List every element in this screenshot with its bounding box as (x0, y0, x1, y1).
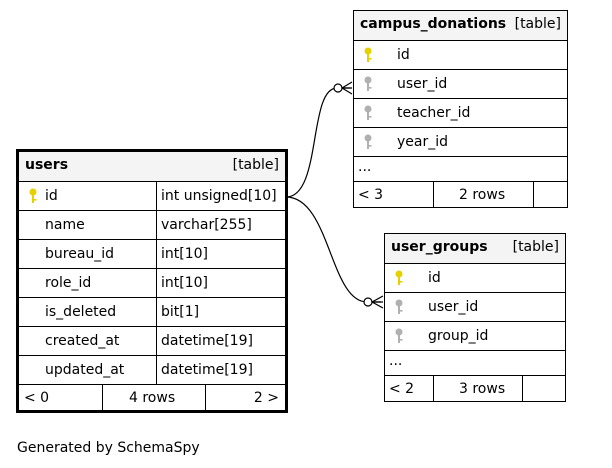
column-divider (156, 211, 157, 239)
table-name: user_groups (391, 239, 488, 255)
table-type: [table] (514, 16, 561, 32)
children-count[interactable]: 2 > (253, 390, 279, 406)
table-type: [table] (232, 157, 279, 173)
row-count: 3 rows (459, 381, 506, 397)
column-row[interactable]: id int unsigned[10] (19, 182, 285, 211)
column-name: updated_at (45, 362, 125, 378)
column-row[interactable]: id (354, 41, 567, 70)
column-row[interactable]: bureau_id int[10] (19, 240, 285, 269)
column-row[interactable]: is_deleted bit[1] (19, 298, 285, 327)
column-name: created_at (45, 333, 120, 349)
column-name: is_deleted (45, 304, 117, 320)
column-datatype: int unsigned[10] (161, 188, 277, 204)
column-divider (156, 298, 157, 326)
foreign-key-icon (395, 299, 403, 314)
relation-crowfoot (371, 295, 384, 309)
footer-divider (205, 385, 206, 410)
more-columns: ... (358, 159, 372, 175)
column-name: teacher_id (397, 105, 471, 121)
footer-divider (522, 376, 523, 401)
parents-count[interactable]: < 0 (24, 390, 50, 406)
primary-key-icon (395, 270, 403, 285)
column-row[interactable]: year_id (354, 128, 567, 157)
column-row[interactable]: role_id int[10] (19, 269, 285, 298)
column-name: id (428, 270, 441, 286)
column-divider (156, 327, 157, 355)
column-row[interactable]: teacher_id (354, 99, 567, 128)
table-footer: < 2 3 rows (385, 376, 565, 401)
column-divider (156, 356, 157, 384)
foreign-key-icon (364, 105, 372, 120)
column-row[interactable]: created_at datetime[19] (19, 327, 285, 356)
table-header: user_groups [table] (385, 234, 565, 264)
parents-count[interactable]: < 2 (389, 381, 415, 397)
table-header: campus_donations [table] (354, 11, 567, 41)
row-count: 2 rows (459, 187, 506, 203)
relation-optional-marker (333, 83, 343, 93)
column-datatype: int[10] (161, 246, 208, 262)
column-row[interactable]: id (385, 264, 565, 293)
table-footer: < 3 2 rows (354, 182, 567, 207)
column-row[interactable]: name varchar[255] (19, 211, 285, 240)
table-header: users [table] (19, 152, 285, 182)
footer-divider (433, 182, 434, 207)
table-name: campus_donations (360, 16, 507, 32)
column-name: bureau_id (45, 246, 115, 262)
column-name: user_id (397, 76, 448, 92)
column-row[interactable]: user_id (354, 70, 567, 99)
table-name: users (25, 157, 69, 173)
table-footer: < 0 4 rows 2 > (19, 385, 285, 410)
column-name: id (397, 47, 410, 63)
more-columns: ... (389, 353, 403, 369)
foreign-key-icon (395, 328, 403, 343)
column-name: group_id (428, 328, 489, 344)
footer-divider (433, 376, 434, 401)
table-type: [table] (512, 239, 559, 255)
column-name: year_id (397, 134, 449, 150)
relation-users-campus-donations (285, 87, 350, 198)
column-divider (156, 269, 157, 297)
relation-optional-marker (363, 297, 373, 307)
column-datatype: int[10] (161, 275, 208, 291)
column-row[interactable]: group_id (385, 322, 565, 351)
table-users[interactable]: users [table] id int unsigned[10] name v… (16, 149, 288, 413)
primary-key-icon (29, 188, 37, 203)
column-row[interactable]: user_id (385, 293, 565, 322)
parents-count[interactable]: < 3 (358, 187, 384, 203)
more-columns-row: ... (354, 157, 567, 182)
relation-users-user-groups (285, 196, 381, 303)
column-name: role_id (45, 275, 92, 291)
primary-key-icon (364, 47, 372, 62)
column-name: user_id (428, 299, 479, 315)
footer-divider (102, 385, 103, 410)
generated-by-label: Generated by SchemaSpy (17, 440, 200, 456)
column-datatype: datetime[19] (161, 362, 253, 378)
column-divider (156, 240, 157, 268)
table-user-groups[interactable]: user_groups [table] id user_id group_id … (384, 233, 566, 402)
column-row[interactable]: updated_at datetime[19] (19, 356, 285, 385)
column-name: name (45, 217, 85, 233)
column-datatype: bit[1] (161, 304, 200, 320)
table-campus-donations[interactable]: campus_donations [table] id user_id teac… (353, 10, 568, 208)
column-name: id (45, 188, 58, 204)
relation-crowfoot (341, 81, 353, 95)
foreign-key-icon (364, 134, 372, 149)
column-divider (156, 182, 157, 210)
row-count: 4 rows (129, 390, 176, 406)
more-columns-row: ... (385, 351, 565, 376)
footer-divider (533, 182, 534, 207)
foreign-key-icon (364, 76, 372, 91)
column-datatype: datetime[19] (161, 333, 253, 349)
column-datatype: varchar[255] (161, 217, 252, 233)
